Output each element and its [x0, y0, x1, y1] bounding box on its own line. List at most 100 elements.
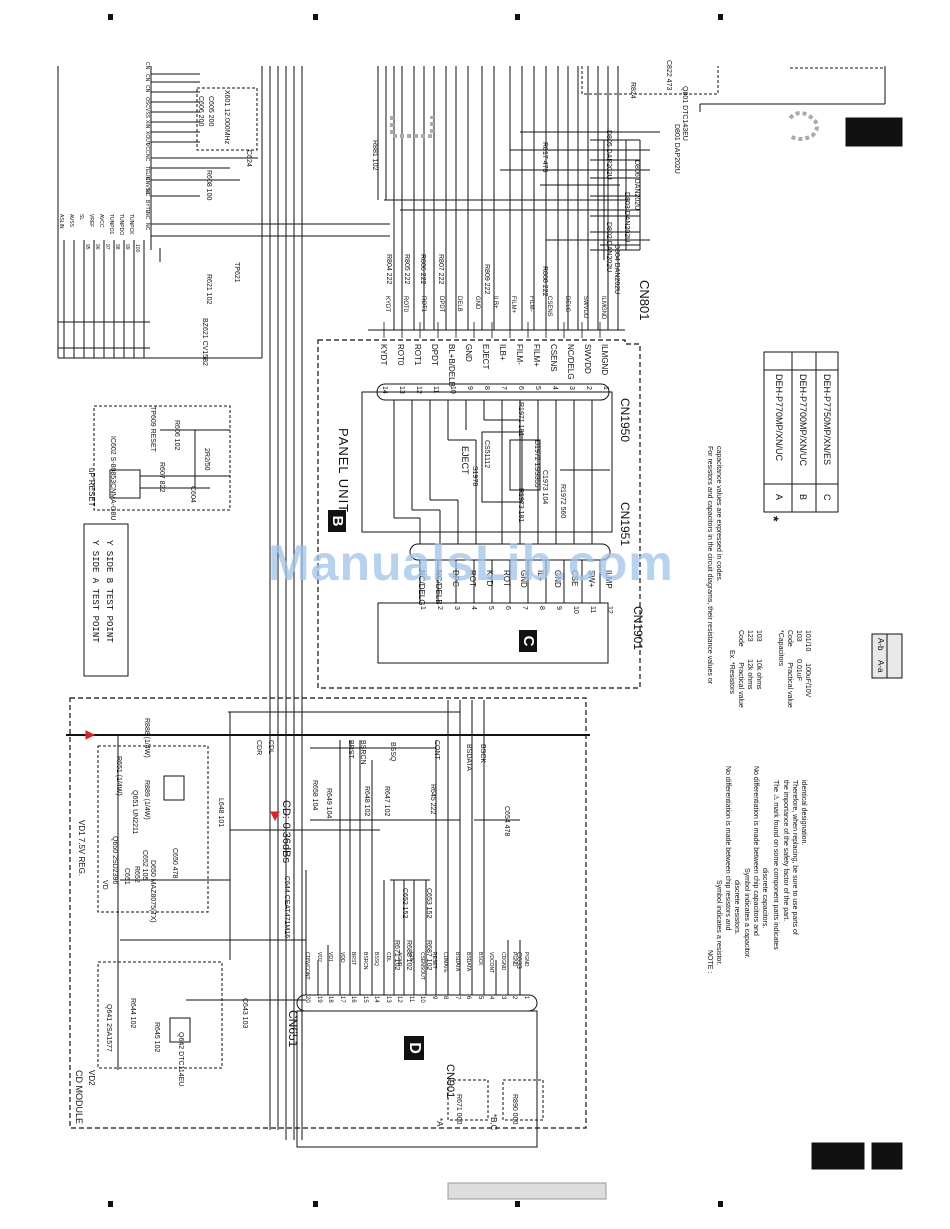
r644-label: R644 102 — [129, 998, 136, 1029]
cn651-pin-num: 8 — [442, 996, 448, 1000]
cn1950-pin-sig: GND — [464, 344, 473, 362]
r608-label: R608 100 — [205, 170, 212, 201]
note-capacitor3: discrete capacitors. — [761, 868, 768, 929]
cn1950-pin-num: 13 — [398, 386, 405, 394]
mcu-pin-number: 96 — [94, 244, 100, 250]
note-resistor3: discrete resistors. — [733, 880, 740, 935]
cn651-pin-sig: CDGND — [499, 952, 506, 971]
brst-label: BRST — [347, 740, 354, 759]
bz621-label: BZ621 CV1582 — [201, 318, 208, 366]
cdl-label: CDL — [267, 740, 274, 755]
r804-label: R804 222 — [385, 254, 392, 285]
diode-stack — [590, 139, 641, 260]
r809-label: R809 222 — [483, 264, 490, 295]
codes-intro: For resistors and capacitors in the circ… — [706, 446, 713, 685]
cn1950-pin-num: 12 — [415, 386, 422, 394]
vd2-label: VD2 — [87, 1070, 96, 1086]
corner-block — [845, 117, 903, 147]
tp609-label: TP609 RESET — [149, 406, 156, 452]
cn801-pin-1: KYDT — [384, 296, 390, 313]
c652b-label: C652 152 — [401, 888, 408, 919]
cn651-pin-num: 10 — [419, 996, 425, 1003]
cn801-pin-6: GND — [474, 296, 480, 310]
r647-label: R647 102 — [383, 786, 390, 817]
cn651-pin-num: 17 — [338, 996, 345, 1003]
cn1950-pin-num: 11 — [432, 386, 439, 394]
r1971-label: R1971 181 — [517, 402, 524, 437]
r651-label: R651 (1/4W) — [115, 756, 122, 796]
c822-label: C822 473 — [665, 60, 672, 91]
mcu-pin-number: 95 — [84, 244, 90, 250]
mcu-pin-label: NC — [144, 154, 150, 162]
cn1901-frame — [377, 602, 609, 664]
cn651-pin-num: 14 — [373, 996, 379, 1003]
mcu-pin-number: 97 — [104, 244, 110, 250]
cn1950-pin-sig: FILM- — [515, 344, 524, 365]
cd-module-boundary — [69, 697, 587, 1129]
cn801-pin-7: ILB+ — [492, 296, 498, 309]
mcu-pin-label: NC — [144, 211, 150, 219]
codes-chead2: Code Practical value — [786, 630, 793, 708]
cn651-pin-num: 7 — [453, 996, 460, 1000]
panel-to-cn1901 — [419, 560, 601, 603]
cn1950-label: CN1950 — [618, 398, 632, 443]
cn1901-label: CN1901 — [631, 606, 645, 651]
x601-label: X601 12.000MHz — [223, 90, 230, 145]
mcu-pin-label: CN — [144, 73, 150, 81]
mcu-pin-label: CN — [144, 62, 150, 70]
cn1950-pin-num: 4 — [551, 386, 558, 390]
cn801-pin-12: SWVDD — [582, 296, 588, 319]
cn801-pin-13: ILMGND — [600, 296, 606, 320]
mcu-pin-label: TUNPDO — [118, 214, 124, 236]
cn651-pin-sig: BSCK — [476, 952, 483, 966]
footnote-bc-box — [502, 1079, 544, 1121]
reset-ic-box — [93, 405, 231, 511]
footnote-a: *A — [435, 1118, 444, 1127]
d650-label: D650 MAZ8075(TX) — [149, 860, 156, 923]
cn651-pin-num: 12 — [396, 996, 402, 1003]
cn1950-pin-sig: ILB+ — [498, 344, 507, 361]
r888-label: R888 (1/4W) — [143, 718, 150, 758]
mcu-pin-label: OSC — [144, 96, 150, 108]
cont-label: CONT — [433, 740, 440, 760]
cn1901-pin-num: 1 — [419, 606, 426, 610]
border-ticks — [108, 14, 723, 1207]
r806-label: R806 222 — [419, 254, 426, 285]
cn651-pin-sig: BSDATA — [453, 952, 460, 972]
cn651-pin-num: 11 — [407, 996, 414, 1003]
cn651-pin-num: 19 — [315, 996, 322, 1003]
page-number-box-2 — [871, 1142, 903, 1170]
cn901-body — [296, 1010, 538, 1148]
cn1901-pin-num: 6 — [504, 606, 511, 610]
mcu-pin-label: ASLIN — [58, 214, 64, 229]
gray-bracket-left — [390, 116, 434, 138]
mcu-pin-label: VSS — [144, 108, 150, 119]
mcu-pin-label: NC — [144, 223, 150, 231]
note-safety4: identical designation. — [800, 780, 807, 846]
q651-label: Q651 UN2211 — [131, 790, 138, 835]
r805-label: R805 222 — [403, 254, 410, 285]
cn1950-pin-num: 8 — [483, 386, 490, 390]
model-code-b: B — [798, 494, 808, 501]
cn1950-pin-sig: BL+B/DELB — [447, 344, 456, 387]
note-capacitor2: No differentiation is made between chip … — [752, 766, 759, 936]
model-a: DEH-P770MP/XN/UC — [774, 374, 784, 462]
d801-label: D801 DAP202U — [673, 124, 680, 174]
cn1950-pin-sig: FILM+ — [532, 344, 541, 367]
eject-label: EJECT — [460, 446, 470, 475]
codes-c2: 101/10 100uF/10V — [804, 630, 811, 698]
model-b: DEH-P7700MP/XN/UC — [798, 374, 808, 467]
c651-label: C651 — [123, 868, 130, 885]
panel-unit-letter: B — [328, 510, 346, 532]
r607-label: R607 822 — [158, 462, 165, 493]
r824-label: R824 — [629, 82, 636, 99]
cn651-pin-sig: VD2 — [315, 952, 322, 962]
panel-unit-label: PANEL UNIT — [336, 428, 351, 514]
panel-unit-boundary — [317, 339, 641, 689]
sheet-ref-a: A-a — [876, 660, 885, 673]
unit-c-letter: C — [519, 630, 537, 652]
note-resistor2: No differentiation is made between chip … — [724, 766, 731, 931]
model-code-c: C — [822, 494, 832, 501]
cn1901-pin-num: 10 — [572, 606, 579, 614]
